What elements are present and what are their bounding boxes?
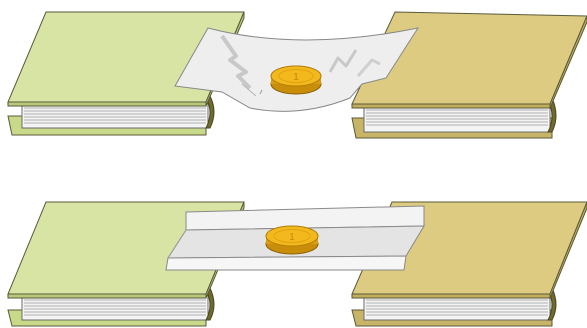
coin-bottom: 1 <box>266 226 318 254</box>
top-scene: 1 <box>8 12 587 138</box>
coin-top: 1 <box>271 66 321 94</box>
bottom-scene: 1 <box>8 202 587 326</box>
coin-top-mark: 1 <box>293 72 299 83</box>
coin-bottom-mark: 1 <box>289 232 295 243</box>
